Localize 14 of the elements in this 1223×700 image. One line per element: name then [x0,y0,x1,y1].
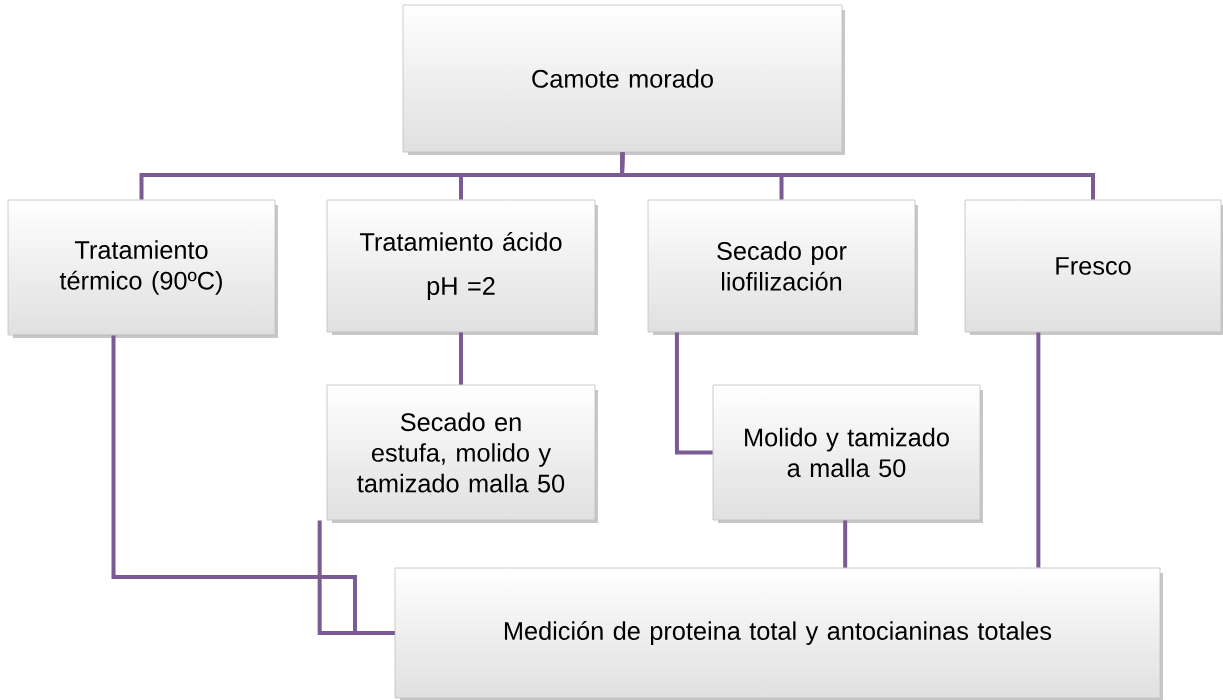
connector-line [843,520,848,568]
connector-line [317,520,395,635]
process-box: Camote morado [402,4,845,155]
connector-line [1036,332,1041,568]
connector-line [459,332,463,385]
process-box: Tratamiento térmico (90ºC) [7,199,278,338]
process-box: Medición de proteina total y antocianinas totales [394,567,1163,700]
process-box: Molido y tamizado a malla 50 [712,384,983,523]
process-box: Fresco [964,199,1223,335]
connector-line [619,152,1095,200]
process-box: Tratamiento ácido pH =2 [326,199,598,335]
connector-line [674,332,713,455]
process-box: Secado por liofilización [647,199,918,335]
process-box: Secado en estufa, molido y tamizado malla 50 [326,384,598,523]
